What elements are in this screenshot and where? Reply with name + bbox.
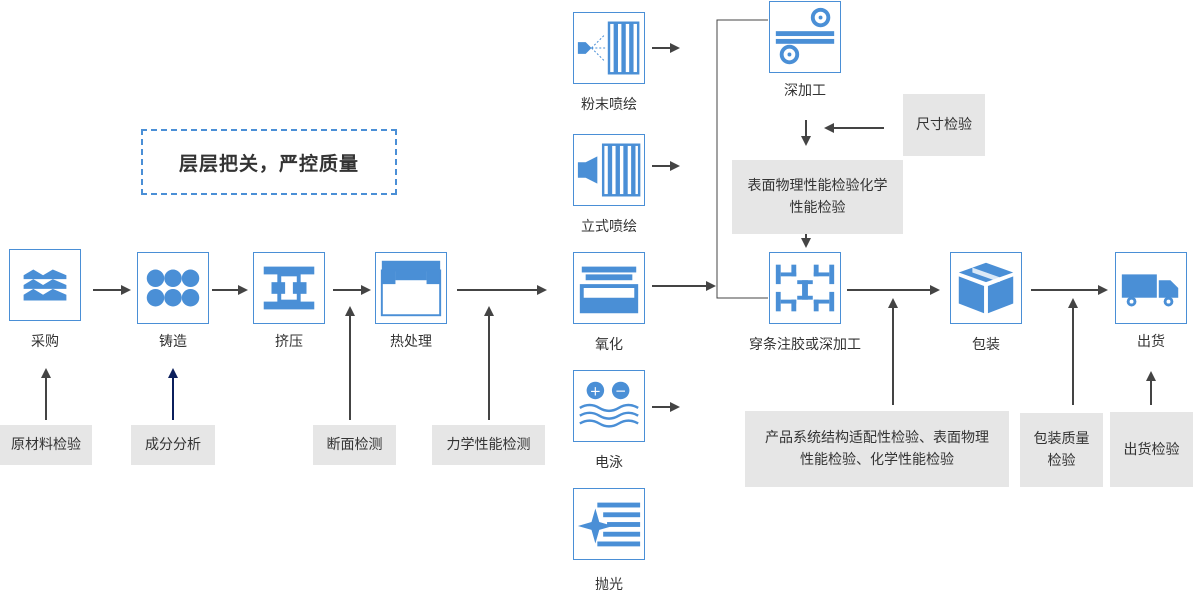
label-paoguang: 抛光 [595,577,623,593]
deep-machining-icon [775,7,835,65]
check-chicun: 尺寸检验 [903,94,985,156]
electrophoresis-icon: + − [579,381,639,428]
node-chuhuo [1115,252,1187,324]
label-zhuzao: 铸造 [159,334,187,350]
slogan-box: 层层把关，严控质量 [141,129,397,195]
package-box-icon [958,262,1014,314]
check-lixue: 力学性能检测 [432,425,545,465]
check-chanpin: 产品系统结构适配性检验、表面物理 性能检验、化学性能检验 [745,411,1009,487]
node-shenjiagong [769,1,841,73]
node-dianyong: + − [573,370,645,442]
label-jiya: 挤压 [275,334,303,350]
billets-icon [146,269,200,307]
extrusion-profile-icon [263,266,315,310]
check-biaomian: 表面物理性能检验化学 性能检验 [732,160,903,234]
label-shenjiagong: 深加工 [784,83,826,99]
node-paoguang [573,488,645,560]
bracket-shenjiagong [716,19,768,299]
label-yanghua: 氧化 [595,337,623,353]
node-chuantiao [769,252,841,324]
check-duanmian: 断面检测 [313,425,396,465]
label-chuhuo: 出货 [1137,334,1165,350]
check-chanpin-line1: 产品系统结构适配性检验、表面物理 [765,430,989,446]
powder-spray-icon [577,21,640,75]
node-rechuli [375,252,447,324]
node-baozhuang [950,252,1022,324]
node-caigou [9,249,81,321]
label-chuantiao: 穿条注胶或深加工 [749,337,861,353]
check-biaomian-line1: 表面物理性能检验化学 [747,178,888,194]
node-lishi [573,134,645,206]
label-lishi: 立式喷绘 [581,219,637,235]
vertical-spray-icon [577,143,641,197]
node-fenmo [573,12,645,84]
check-chengfen: 成分分析 [131,425,215,465]
label-rechuli: 热处理 [390,334,432,350]
svg-text:+: + [590,383,601,399]
anodizing-tank-icon [579,266,639,314]
node-zhuzao [137,252,209,324]
check-baozhuang-line2: 检验 [1047,453,1076,469]
label-dianyong: 电泳 [595,455,623,471]
polish-sparkle-icon [577,502,641,547]
furnace-icon [380,260,442,317]
label-caigou: 采购 [31,334,59,350]
label-baozhuang: 包装 [972,337,1000,353]
node-jiya [253,252,325,324]
check-biaomian-line2: 性能检验 [789,200,846,216]
check-baozhuang-line1: 包装质量 [1033,431,1090,447]
label-fenmo: 粉末喷绘 [581,97,637,113]
check-chanpin-line2: 性能检验、化学性能检验 [800,452,954,468]
delivery-truck-icon [1121,274,1179,307]
ingot-stack-icon [23,269,67,301]
check-yuancailiao: 原材料检验 [0,425,92,465]
check-chuhuo: 出货检验 [1110,412,1193,487]
check-baozhuang: 包装质量 检验 [1020,413,1103,487]
svg-text:−: − [615,383,626,399]
node-yanghua [573,252,645,324]
thermal-break-profile-icon [775,264,835,312]
